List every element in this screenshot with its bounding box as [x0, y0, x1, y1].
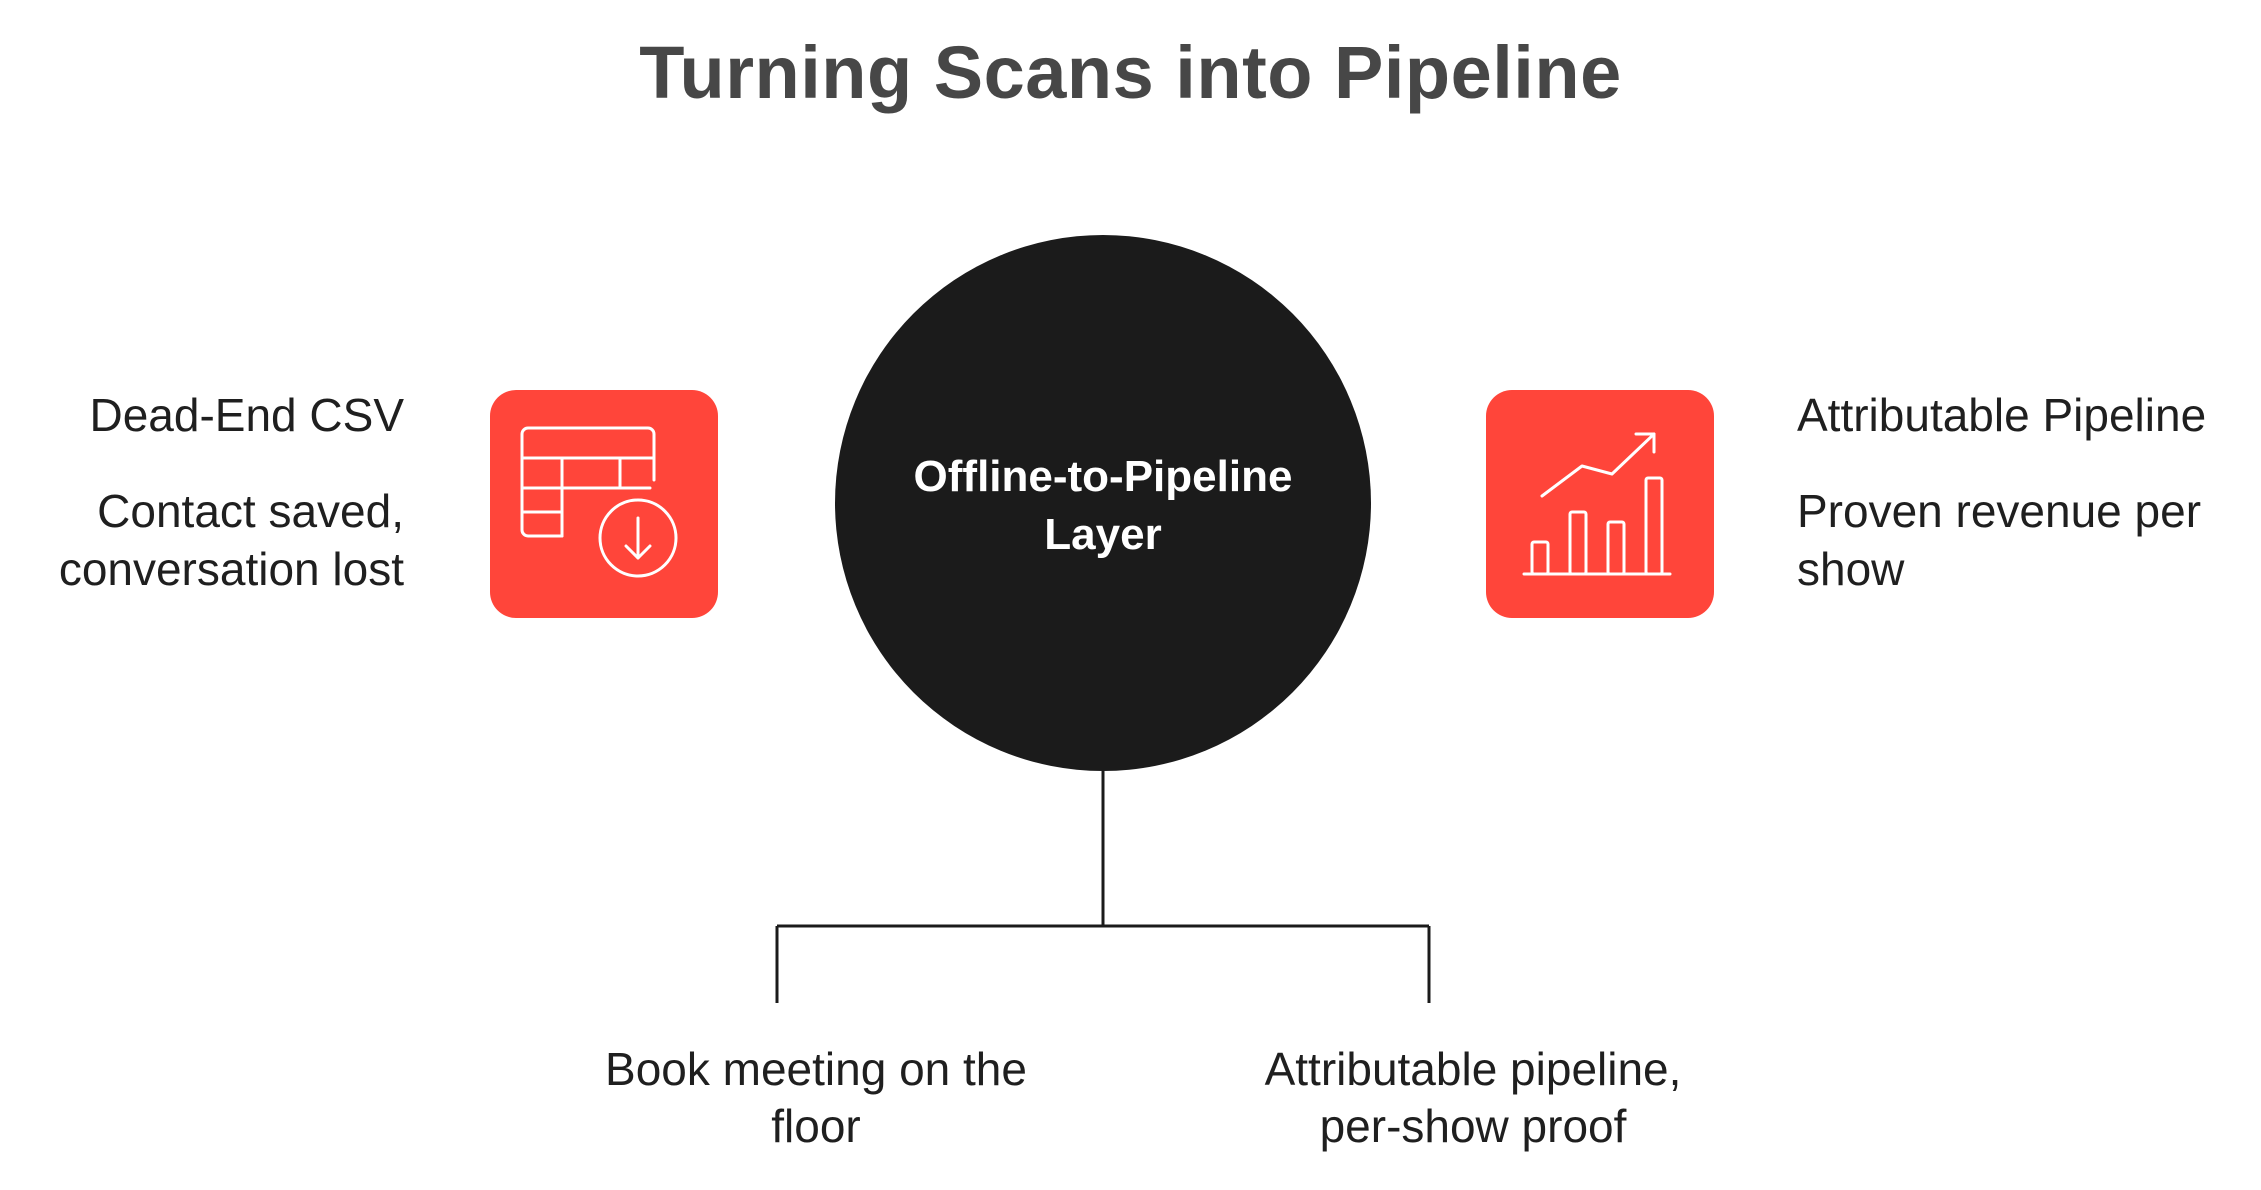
left-description: Contact saved, conversation lost — [0, 482, 404, 598]
branch-label-line1: Book meeting on the — [605, 1043, 1027, 1095]
left-description-line2: conversation lost — [58, 543, 404, 595]
branch-label-book-meeting: Book meeting on the floor — [556, 1041, 1076, 1155]
branch-label-line2: floor — [771, 1100, 861, 1152]
left-description-line1: Contact saved, — [97, 485, 404, 537]
right-description-line2: show — [1797, 543, 1905, 595]
branch-label-line1: Attributable pipeline, — [1264, 1043, 1682, 1095]
right-description-line1: Proven revenue per — [1797, 485, 2202, 537]
center-node-label: Offline-to-Pipeline Layer — [835, 448, 1371, 564]
left-icon-box — [490, 390, 718, 618]
center-label-line1: Offline-to-Pipeline — [913, 452, 1293, 501]
spreadsheet-download-icon — [520, 426, 678, 578]
right-icon-box — [1486, 390, 1714, 618]
center-node-circle — [835, 235, 1371, 771]
branch-label-line2: per-show proof — [1319, 1100, 1627, 1152]
center-label-line2: Layer — [1044, 510, 1162, 559]
growth-chart-icon — [1522, 432, 1672, 576]
right-description: Proven revenue per show — [1797, 482, 2237, 598]
branch-label-attributable-pipeline: Attributable pipeline, per-show proof — [1213, 1041, 1733, 1155]
page-title: Turning Scans into Pipeline — [639, 31, 1622, 114]
left-heading: Dead-End CSV — [89, 389, 405, 441]
right-heading: Attributable Pipeline — [1797, 389, 2207, 441]
